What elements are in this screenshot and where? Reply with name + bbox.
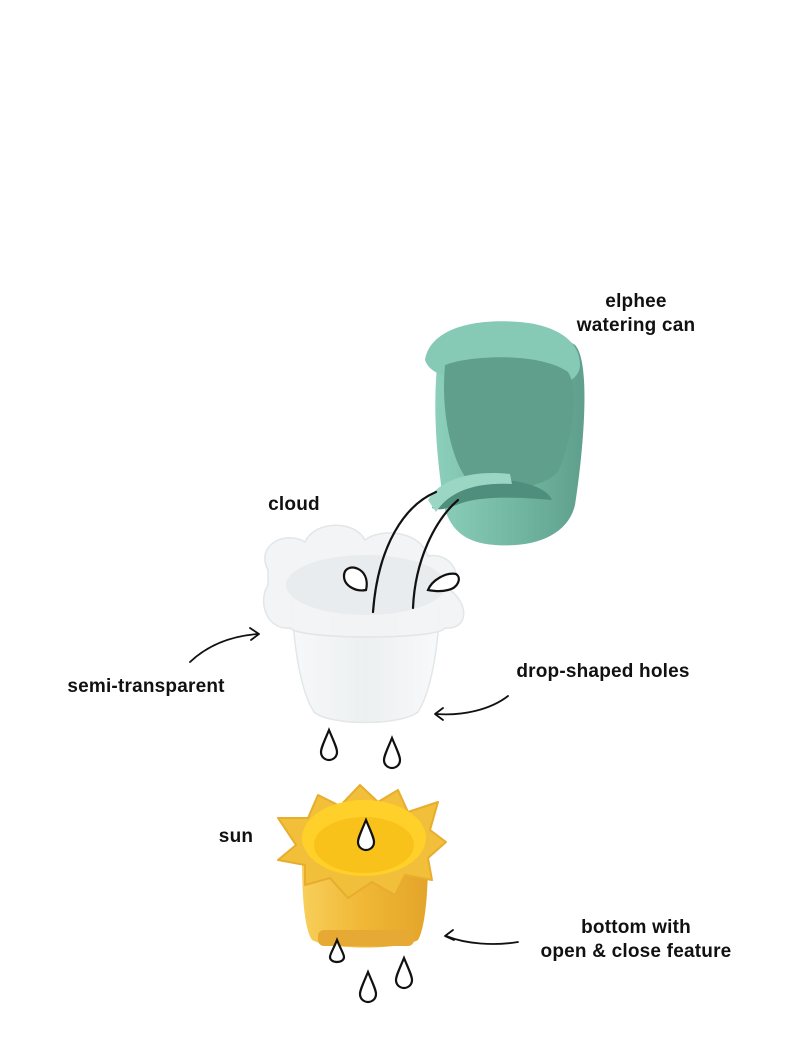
label-bottom-feature: bottom with open & close feature (525, 916, 747, 964)
label-bottom-feature-line2: open & close feature (540, 941, 732, 962)
label-watering-can-line1: elphee (605, 291, 667, 312)
drop-icon (356, 817, 376, 852)
falling-drops (319, 727, 414, 1004)
label-watering-can-line2: watering can (576, 315, 696, 336)
label-semi-transparent: semi-transparent (67, 676, 225, 697)
arrow-semi-transparent (189, 633, 259, 663)
arrowhead-bottom-feature (444, 929, 455, 941)
label-watering-can: elphee watering can (566, 290, 706, 338)
label-bottom-feature-line1: bottom with (581, 917, 691, 938)
watering-can-interior (444, 357, 574, 489)
water-streams (371, 490, 460, 614)
splash-drops (342, 566, 460, 593)
drop-icon (319, 727, 339, 762)
cloud-cup (262, 524, 465, 724)
splash-drop-left (342, 566, 368, 592)
label-sun: sun (218, 826, 254, 847)
splash-drop-right (426, 572, 460, 593)
watering-can (425, 321, 585, 546)
arrow-drop-holes (435, 695, 509, 716)
arrow-bottom-feature (445, 935, 519, 945)
arrowhead-semi-transparent (249, 627, 260, 641)
label-drop-holes: drop-shaped holes (516, 661, 690, 682)
annotation-arrows (189, 627, 519, 945)
drop-icon (382, 735, 402, 770)
label-cloud: cloud (268, 494, 320, 515)
water-stream-1 (371, 490, 438, 614)
sun-cup-base (318, 930, 414, 946)
watering-can-spout-lip (428, 473, 512, 512)
water-stream-2 (411, 498, 460, 610)
drop-icon (328, 937, 346, 964)
sun-cup (277, 784, 447, 948)
drop-icon (394, 955, 414, 990)
arrowhead-drop-holes (434, 707, 444, 721)
drop-icon (358, 969, 378, 1004)
